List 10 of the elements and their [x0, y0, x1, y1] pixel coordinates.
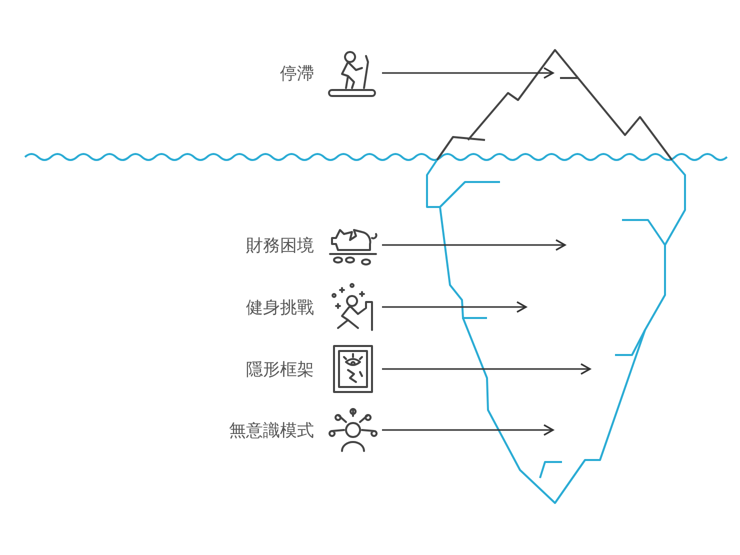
arrow — [382, 67, 554, 79]
stage-label: 財務困境 — [246, 234, 314, 256]
arrow — [382, 363, 591, 375]
stage-label: 停滯 — [280, 62, 314, 84]
arrow — [382, 239, 566, 251]
arrow — [382, 424, 554, 436]
stage-label: 無意識模式 — [229, 420, 314, 442]
stage-label: 隱形框架 — [246, 358, 314, 380]
stage-label: 健身挑戰 — [246, 296, 314, 318]
arrow — [382, 301, 527, 313]
